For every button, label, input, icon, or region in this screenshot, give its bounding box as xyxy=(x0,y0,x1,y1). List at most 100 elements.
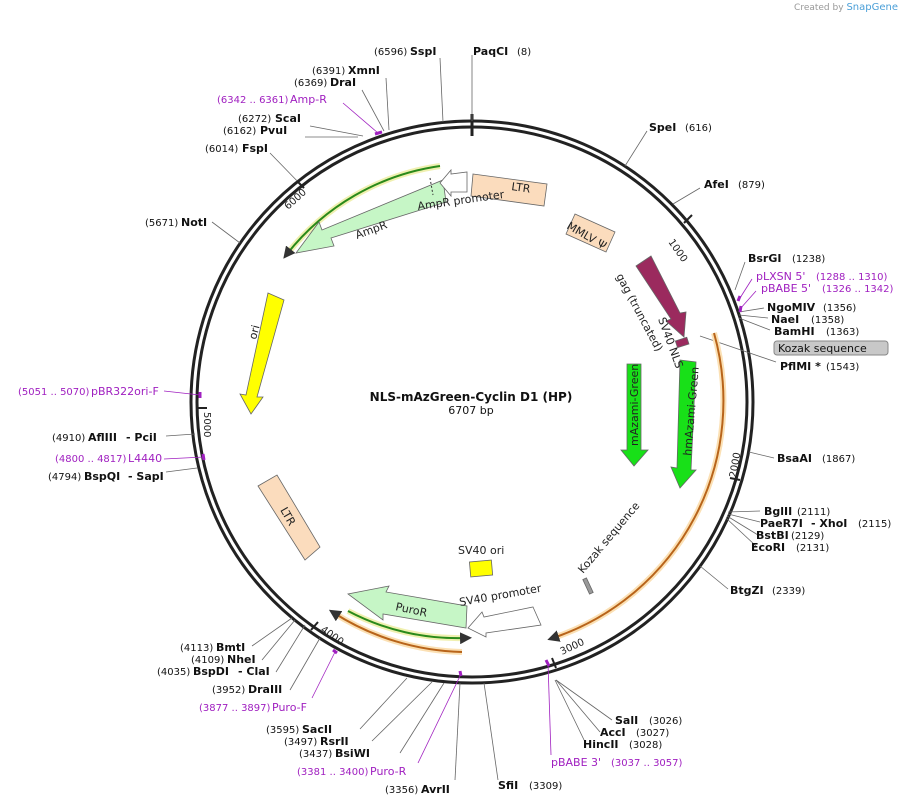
primer-puror-pos: (3381 .. 3400) xyxy=(297,767,369,778)
tick-1000: 1000 xyxy=(666,237,690,264)
enzyme-bglii: BglII xyxy=(764,505,792,518)
primer-pbr322-pos: (5051 .. 5070) xyxy=(18,387,90,398)
enzyme-nhei: NheI xyxy=(227,653,256,666)
primer-pbabe3-pos: (3037 .. 3057) xyxy=(611,758,683,769)
enzyme-afei: AfeI xyxy=(704,178,729,191)
enzyme-spei-pos: (616) xyxy=(685,123,712,134)
plasmid-size: 6707 bp xyxy=(448,404,493,417)
enzyme-pflmi-pos: (1543) xyxy=(826,362,859,373)
enzyme-avrii: AvrII xyxy=(421,783,450,796)
enzyme-ngomiv: NgoMIV xyxy=(767,301,816,314)
enzyme-bmti: BmtI xyxy=(216,641,245,654)
feature-label-ltr-top: LTR xyxy=(511,180,532,196)
primer-plxsn-pos: (1288 .. 1310) xyxy=(816,272,888,283)
feature-ampr xyxy=(295,179,447,254)
enzyme-pvui: PvuI xyxy=(260,124,287,137)
feature-label-ori: ori xyxy=(246,324,262,341)
feature-ori xyxy=(239,292,285,415)
feature-sv40-ori xyxy=(468,559,494,578)
primer-l4440: L4440 xyxy=(128,452,162,465)
enzyme-afliii: AflIII xyxy=(88,431,117,444)
feature-label-sv40-promoter: SV40 promoter xyxy=(458,582,543,609)
enzyme-bsiwi-pos: (3437) xyxy=(299,749,332,760)
enzyme-bspdi: BspDI xyxy=(193,665,229,678)
feature-hmazami xyxy=(670,359,697,489)
enzyme-bsrgi: BsrGI xyxy=(748,252,781,265)
enzyme-naei-pos: (1358) xyxy=(811,315,844,326)
enzyme-acci-pos: (3027) xyxy=(636,728,669,739)
enzyme-scai: ScaI xyxy=(275,112,301,125)
enzyme-draiii-pos: (3952) xyxy=(212,685,245,696)
feature-shapes xyxy=(239,168,697,638)
enzyme-acci: AccI xyxy=(600,726,626,739)
enzyme-bspqi: BspQI xyxy=(84,470,120,483)
enzyme-sali: SalI xyxy=(615,714,638,727)
enzyme-bglii-pos: (2111) xyxy=(797,507,830,518)
enzyme-ecori: EcoRI xyxy=(751,541,785,554)
enzyme-xmni: XmnI xyxy=(348,64,380,77)
enzyme-sspi: SspI xyxy=(410,45,436,58)
enzyme-rsrii-pos: (3497) xyxy=(284,737,317,748)
enzyme-bspdi-suffix: - ClaI xyxy=(238,665,270,678)
feature-ltr-top xyxy=(470,173,548,207)
primer-l4440-pos: (4800 .. 4817) xyxy=(55,454,127,465)
enzyme-noti: NotI xyxy=(181,216,207,229)
orf-arcs xyxy=(283,163,727,655)
enzyme-avrii-pos: (3356) xyxy=(385,785,418,796)
primer-pbabe3: pBABE 3' xyxy=(551,756,601,769)
feature-puror xyxy=(347,585,468,629)
feature-kozak-small xyxy=(582,577,594,595)
feature-gag xyxy=(635,255,687,338)
enzyme-sspi-pos: (6596) xyxy=(374,47,407,58)
enzyme-bamhi-pos: (1363) xyxy=(826,327,859,338)
enzyme-draiii: DraIII xyxy=(248,683,282,696)
enzyme-afliii-suffix: - PciI xyxy=(126,431,157,444)
enzyme-bmti-pos: (4113) xyxy=(180,643,213,654)
primer-purof-pos: (3877 .. 3897) xyxy=(199,703,271,714)
enzyme-ngomiv-pos: (1356) xyxy=(823,303,856,314)
enzyme-afei-pos: (879) xyxy=(738,180,765,191)
primer-purof: Puro-F xyxy=(272,701,307,714)
tick-marks xyxy=(197,180,741,669)
ampr-dotted-divider xyxy=(429,177,434,196)
primer-ampr: Amp-R xyxy=(290,93,327,106)
feature-ltr-bottom xyxy=(257,474,321,561)
enzyme-bstbi: BstBI xyxy=(756,529,789,542)
enzyme-ecori-pos: (2131) xyxy=(796,543,829,554)
enzyme-bspqi-suffix: - SapI xyxy=(128,470,164,483)
enzyme-pvui-pos: (6162) xyxy=(223,126,256,137)
enzyme-paer7i-pos: (2115) xyxy=(858,519,891,530)
enzyme-sfii-pos: (3309) xyxy=(529,781,562,792)
snapgene-credit: Created by SnapGene xyxy=(794,2,898,13)
enzyme-fspi-pos: (6014) xyxy=(205,144,238,155)
feature-mmlv xyxy=(565,213,616,253)
enzyme-bspdi-pos: (4035) xyxy=(157,667,190,678)
enzyme-paqci: PaqCI xyxy=(473,45,508,58)
enzyme-hincii-pos: (3028) xyxy=(629,740,662,751)
tick-labels: 1000 2000 3000 4000 5000 6000 xyxy=(201,187,743,658)
primer-pbr322: pBR322ori-F xyxy=(91,385,159,398)
enzyme-pflmi: PflMI * xyxy=(780,360,821,373)
tick-2000: 2000 xyxy=(728,452,743,479)
enzyme-bsaai-pos: (1867) xyxy=(822,454,855,465)
enzyme-bamhi: BamHI xyxy=(774,325,815,338)
enzyme-btgzi-pos: (2339) xyxy=(772,586,805,597)
enzyme-afliii-pos: (4910) xyxy=(52,433,85,444)
enzyme-fspi: FspI xyxy=(242,142,268,155)
primer-ampr-pos: (6342 .. 6361) xyxy=(217,95,289,106)
enzyme-hincii: HincII xyxy=(583,738,619,751)
feature-label-mazami: mAzami-Green xyxy=(628,364,641,446)
enzyme-bsiwi: BsiWI xyxy=(335,747,370,760)
primer-plxsn: pLXSN 5' xyxy=(756,270,805,283)
plasmid-name: NLS-mAzGreen-Cyclin D1 (HP) xyxy=(370,390,573,404)
primer-puror: Puro-R xyxy=(370,765,407,778)
feature-label-sv40-ori: SV40 ori xyxy=(458,544,504,557)
enzyme-paer7i-suffix: - XhoI xyxy=(811,517,847,530)
enzyme-drai: DraI xyxy=(330,76,356,89)
snapgene-logo: SnapGene xyxy=(846,2,898,13)
enzyme-bsrgi-pos: (1238) xyxy=(792,254,825,265)
enzyme-sacii: SacII xyxy=(302,723,332,736)
enzyme-paer7i: PaeR7I xyxy=(760,517,803,530)
enzyme-drai-pos: (6369) xyxy=(294,78,327,89)
